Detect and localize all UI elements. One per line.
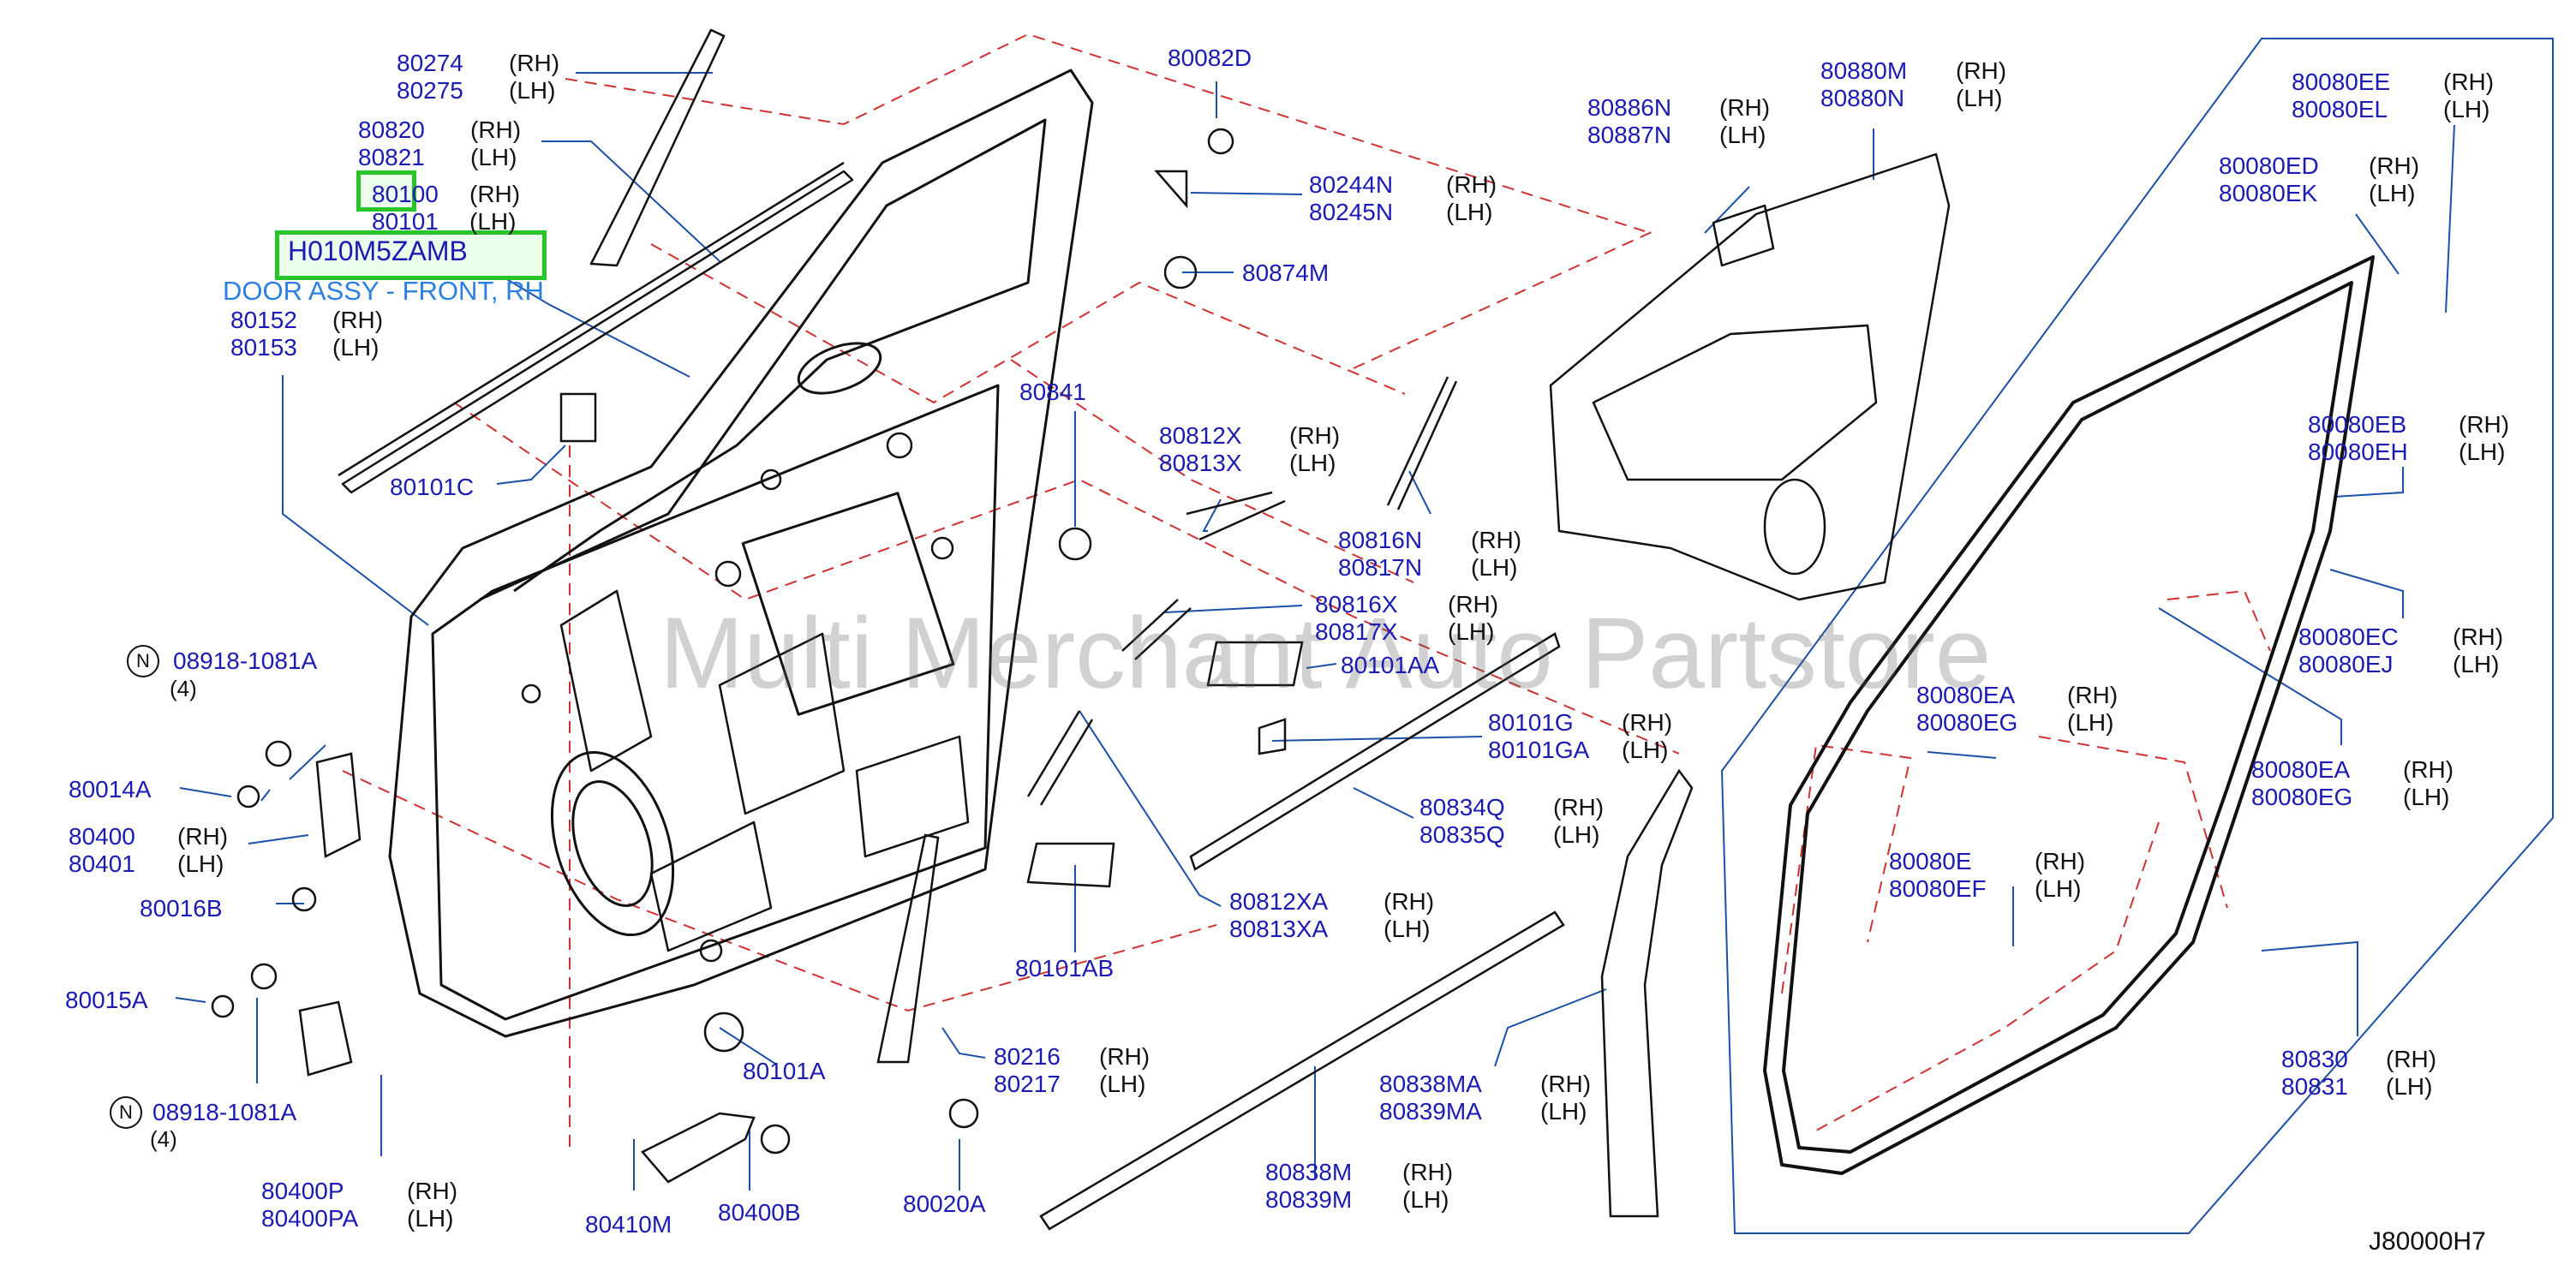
side-80400p: (RH)(LH): [407, 1178, 458, 1232]
callout-80400b[interactable]: 80400B: [718, 1199, 801, 1226]
side-80080ea-right: (RH)(LH): [2403, 756, 2454, 810]
door-weatherstrip: [1763, 255, 2375, 1175]
side-80080e: (RH)(LH): [2035, 848, 2086, 902]
weatherstrip-kit-outline: [1720, 38, 2554, 1234]
callout-08918-bottom[interactable]: 08918-1081A: [152, 1099, 297, 1125]
side-80812xa: (RH)(LH): [1384, 888, 1435, 942]
side-80830: (RH)(LH): [2386, 1046, 2437, 1100]
hinges: [211, 740, 362, 1077]
callout-80015a[interactable]: 80015A: [65, 987, 148, 1013]
small-clips-and-pads: [559, 128, 1458, 888]
highlight-description: DOOR ASSY - FRONT, RH: [223, 276, 544, 306]
highlight-box-part-number: [356, 170, 416, 212]
side-80834q: (RH)(LH): [1553, 794, 1605, 848]
door-trim-panel: [1549, 152, 1951, 601]
side-80274: (RH)(LH): [509, 50, 560, 104]
side-80080ee: (RH)(LH): [2443, 69, 2495, 122]
callout-80020a[interactable]: 80020A: [903, 1190, 986, 1217]
side-80080eb: (RH)(LH): [2459, 411, 2510, 465]
callout-80101ab[interactable]: 80101AB: [1015, 955, 1115, 982]
side-80080ed: (RH)(LH): [2369, 152, 2420, 206]
side-80838ma: (RH)(LH): [1540, 1071, 1592, 1125]
side-80244n: (RH)(LH): [1446, 171, 1497, 225]
side-80400: (RH)(LH): [177, 823, 229, 877]
side-80080ea-left: (RH)(LH): [2067, 682, 2119, 736]
callout-80016b[interactable]: 80016B: [140, 895, 223, 922]
door-sash-moldings: [338, 28, 854, 494]
side-80101g: (RH)(LH): [1622, 709, 1673, 763]
side-80886n: (RH)(LH): [1719, 94, 1771, 148]
n-mark-bottom: N: [110, 1096, 142, 1129]
callout-80101c[interactable]: 80101C: [390, 474, 475, 500]
callout-80101aa[interactable]: 80101AA: [1341, 652, 1440, 678]
callout-80014a[interactable]: 80014A: [69, 776, 152, 803]
diagram-code: J80000H7: [2369, 1227, 2486, 1256]
side-80080ec: (RH)(LH): [2453, 624, 2504, 677]
side-80152: (RH)(LH): [332, 307, 384, 361]
callout-08918-top[interactable]: 08918-1081A: [173, 647, 318, 674]
belt-moldings-and-weatherstrips: [876, 632, 1694, 1231]
red-dashed-guides: [342, 33, 2271, 1148]
side-80838m: (RH)(LH): [1402, 1159, 1454, 1213]
callout-80410m[interactable]: 80410M: [585, 1211, 672, 1238]
side-80820: (RH)(LH): [470, 116, 522, 170]
watermark: Multi Merchant Auto Partstore: [660, 597, 1992, 710]
callout-80101a[interactable]: 80101A: [743, 1058, 826, 1084]
side-80816x: (RH)(LH): [1448, 591, 1499, 645]
callout-80874m[interactable]: 80874M: [1242, 260, 1330, 286]
door-check-and-bolts: [641, 1011, 979, 1184]
side-80816n: (RH)(LH): [1471, 527, 1522, 581]
callout-80082d[interactable]: 80082D: [1168, 45, 1252, 71]
highlight-box-assembly: [275, 230, 547, 280]
qty-08918-bottom: (4): [150, 1126, 177, 1152]
highlight-part-number[interactable]: H010M5ZAMB: [288, 236, 468, 266]
side-80216: (RH)(LH): [1099, 1043, 1151, 1097]
callout-80841[interactable]: 80841: [1019, 379, 1086, 405]
leader-lines: [175, 72, 2455, 1190]
front-door-panel: [388, 69, 1094, 1038]
side-80100: (RH)(LH): [469, 181, 521, 235]
side-80812x: (RH)(LH): [1289, 422, 1341, 476]
door-inner-details: [521, 432, 970, 963]
n-mark-top: N: [127, 645, 159, 677]
side-80880m: (RH)(LH): [1956, 57, 2007, 111]
qty-08918-top: (4): [170, 676, 197, 701]
